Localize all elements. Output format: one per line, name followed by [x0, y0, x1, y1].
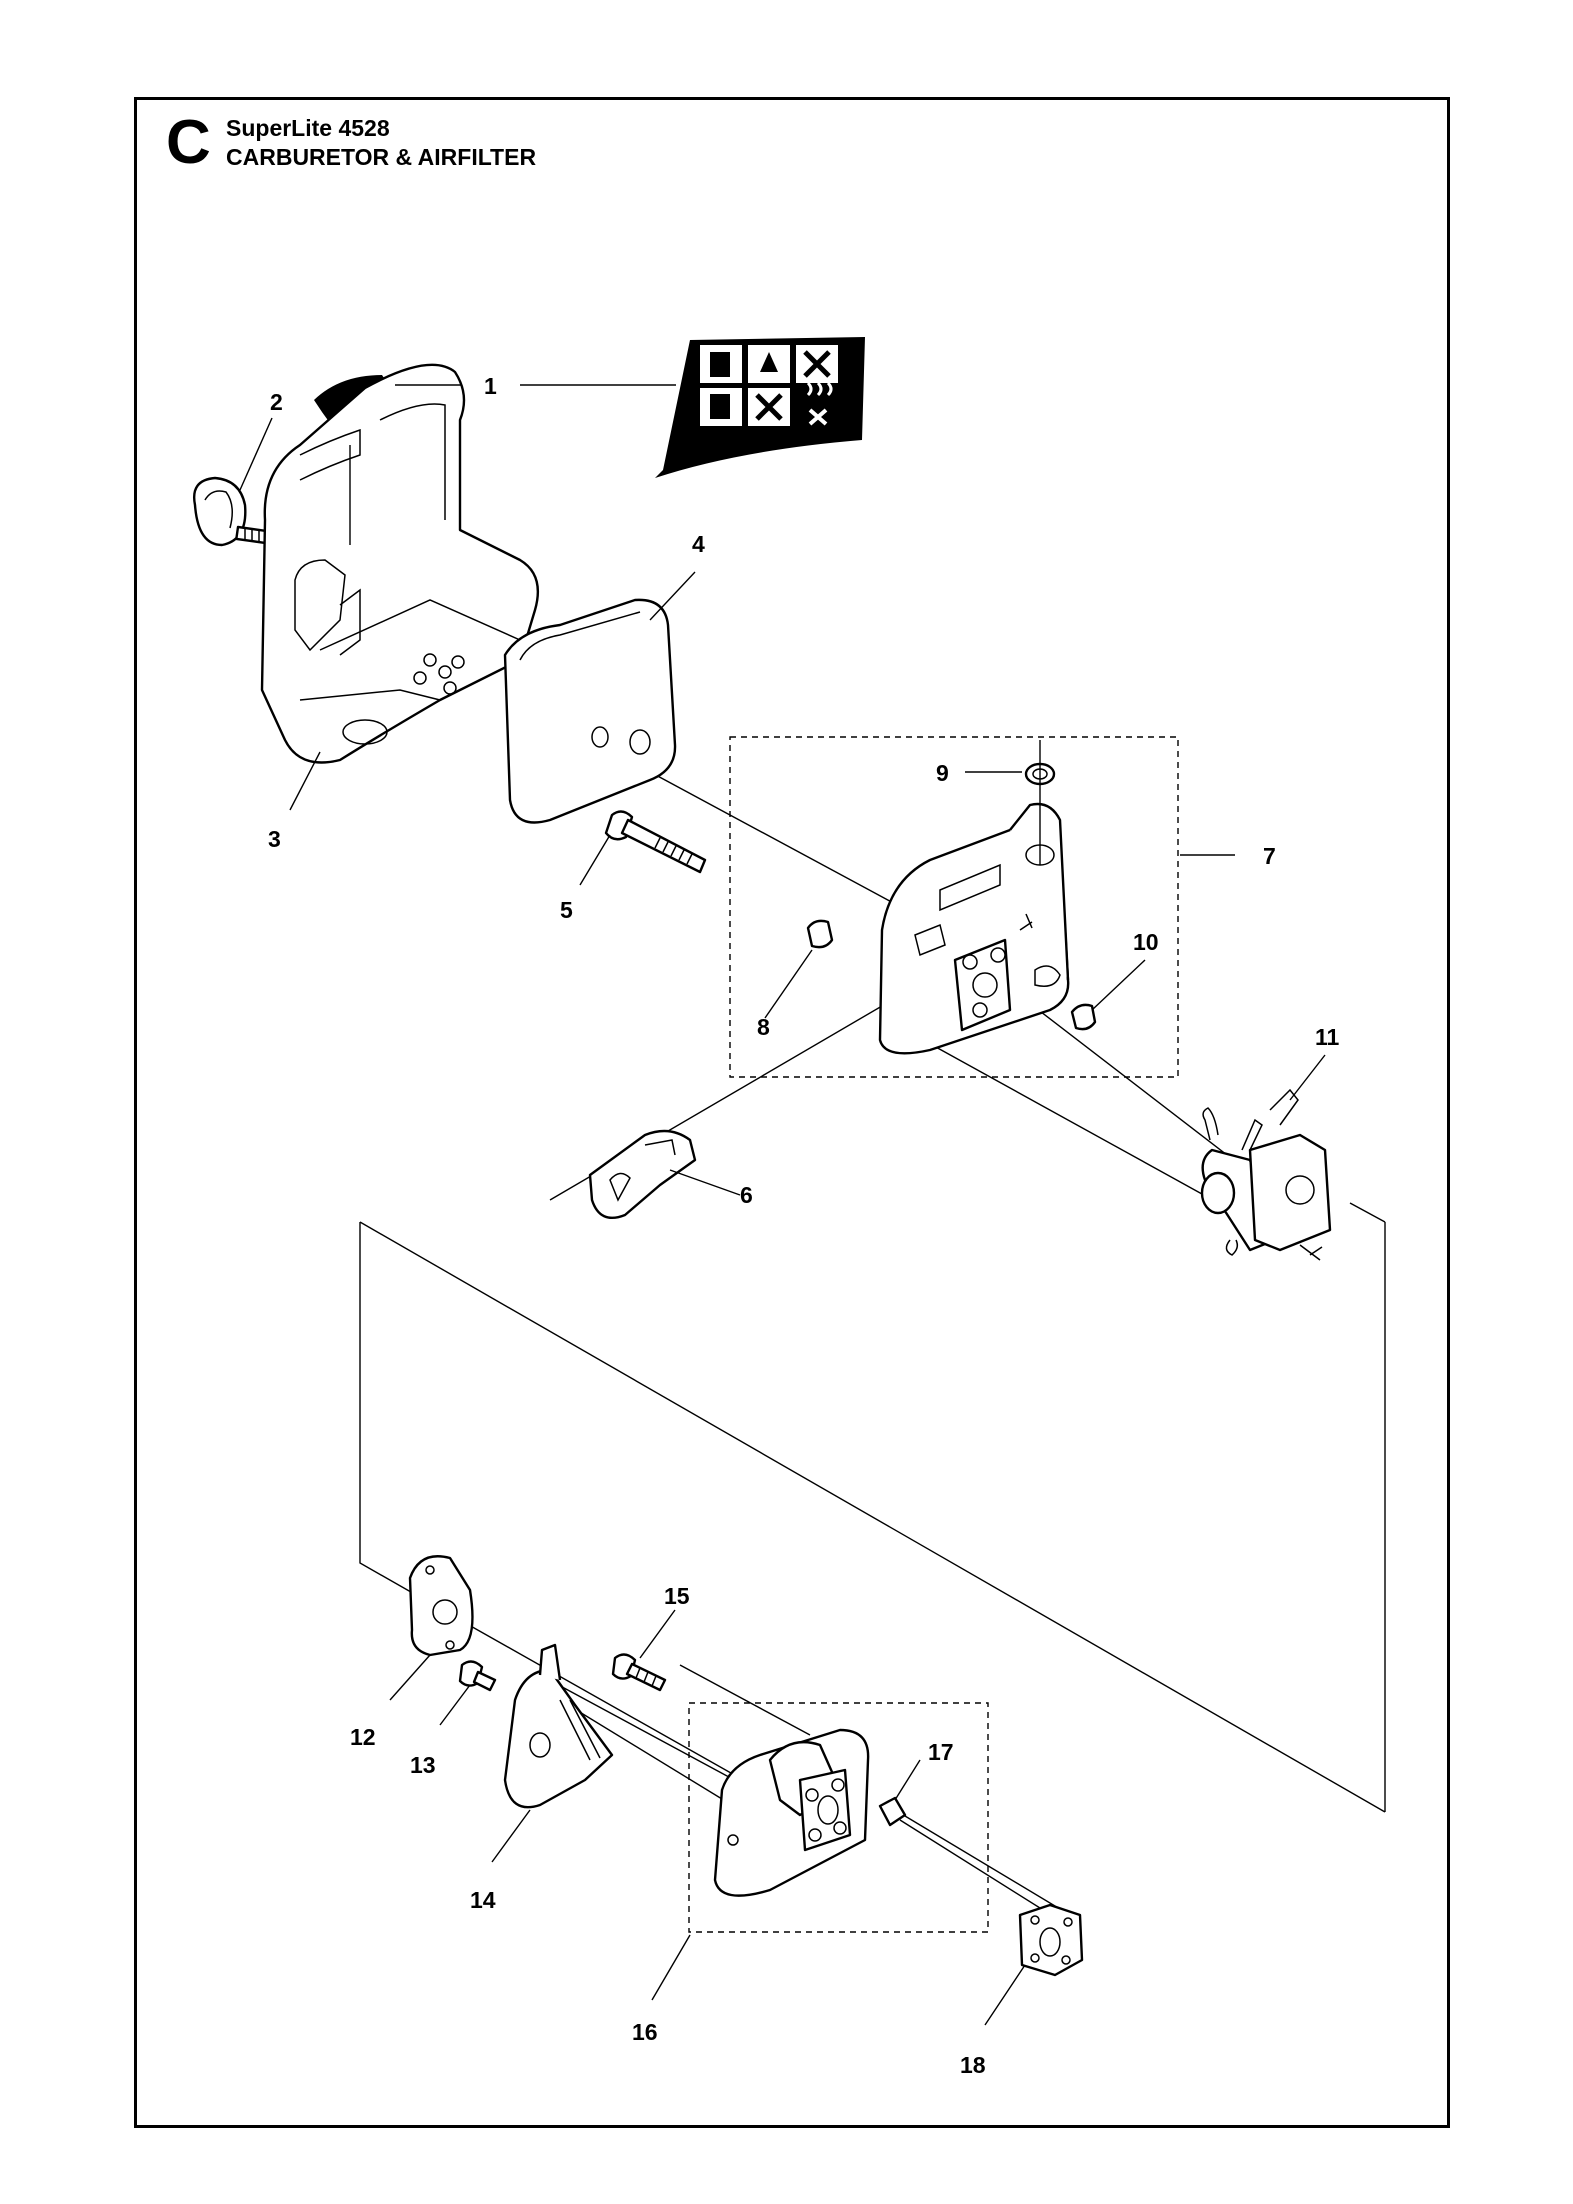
callout-7: 7 — [1263, 843, 1276, 869]
gasket-part-18 — [1018, 1903, 1084, 1977]
callout-8: 8 — [757, 1014, 770, 1040]
callout-14: 14 — [470, 1887, 496, 1913]
intake-flange-part-16 — [713, 1728, 870, 1897]
callout-16: 16 — [632, 2019, 658, 2045]
callout-12: 12 — [350, 1724, 376, 1750]
nut-part-10 — [1070, 1003, 1097, 1031]
screw-part-13 — [458, 1660, 497, 1692]
callout-labels: 1 2 3 4 5 6 7 8 9 10 11 12 13 14 15 16 1… — [268, 373, 1340, 2078]
callout-6: 6 — [740, 1182, 753, 1208]
callout-1: 1 — [484, 373, 497, 399]
callout-17: 17 — [928, 1739, 954, 1765]
model-title: SuperLite 4528 — [226, 115, 390, 141]
screw-part-15 — [611, 1653, 667, 1692]
callout-5: 5 — [560, 897, 573, 923]
callout-11: 11 — [1315, 1024, 1340, 1050]
gasket-part-12 — [408, 1555, 474, 1657]
bolt-part-5 — [604, 810, 707, 874]
sleeve-part-17 — [878, 1796, 907, 1827]
callout-leaders — [239, 384, 1326, 2026]
choke-lever-part-6 — [588, 1129, 697, 1220]
callout-4: 4 — [692, 531, 705, 557]
callout-2: 2 — [270, 389, 283, 415]
page-frame — [134, 97, 1450, 2128]
callout-18: 18 — [960, 2052, 986, 2078]
section-letter: C — [166, 108, 211, 177]
callout-15: 15 — [664, 1583, 690, 1609]
subassembly-box-7 — [729, 736, 1179, 1078]
section-title: CARBURETOR & AIRFILTER — [226, 144, 537, 170]
callout-13: 13 — [410, 1752, 436, 1778]
filter-element-part-4 — [503, 598, 677, 824]
nut-part-8 — [806, 919, 834, 949]
housing-part-7 — [878, 802, 1070, 1055]
carburetor-part-11 — [1200, 1088, 1332, 1261]
bracket-part-14 — [503, 1643, 614, 1809]
callout-10: 10 — [1133, 929, 1159, 955]
callout-3: 3 — [268, 826, 281, 852]
callout-9: 9 — [936, 760, 949, 786]
knob-part-2 — [193, 476, 277, 547]
filter-cover-part-3 — [260, 363, 540, 764]
